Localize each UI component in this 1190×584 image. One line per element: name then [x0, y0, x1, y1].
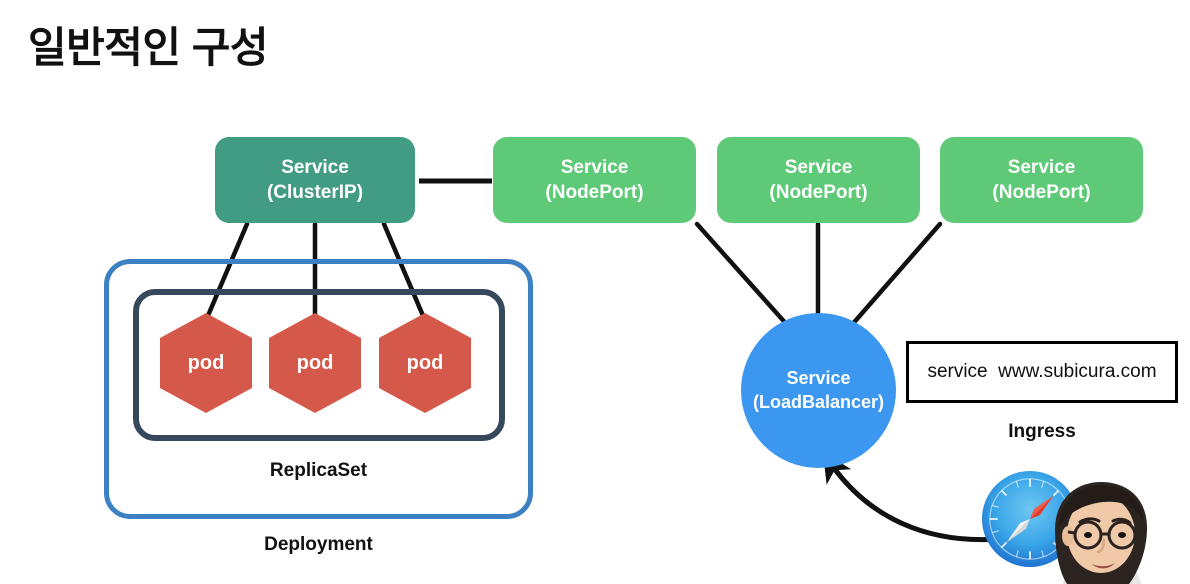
service-box-nodeport-1[interactable]: Service (NodePort): [493, 137, 696, 223]
replicaset-label: ReplicaSet: [269, 460, 368, 481]
service-clusterip-title: Service: [281, 156, 349, 178]
deployment-label: Deployment: [264, 534, 373, 555]
connector-nodeport-3-to-loadbalancer: [847, 221, 943, 330]
service-nodeport-1-title: Service: [560, 156, 629, 178]
pod-2-label: pod: [296, 351, 334, 374]
safari-compass-icon[interactable]: [981, 470, 1079, 568]
ingress-rule-box[interactable]: service www.subicura.com: [906, 341, 1178, 403]
service-box-nodeport-2[interactable]: Service (NodePort): [717, 137, 920, 223]
page-title: 일반적인 구성: [28, 24, 269, 71]
presenter-webcam-avatar: [1055, 482, 1147, 584]
service-box-clusterip[interactable]: Service (ClusterIP): [215, 137, 415, 223]
pod-1-label: pod: [187, 351, 225, 374]
connector-nodeport-1-to-loadbalancer: [694, 221, 792, 330]
service-nodeport-3-title: Service: [1007, 156, 1076, 178]
ingress-label: Ingress: [1008, 421, 1076, 442]
service-loadbalancer-type: (LoadBalancer): [752, 391, 885, 412]
service-nodeport-1-type: (NodePort): [545, 182, 644, 203]
service-clusterip-type: (ClusterIP): [266, 182, 364, 203]
ingress-rule-text: service www.subicura.com: [927, 361, 1157, 382]
connector-browser-to-loadbalancer: [822, 451, 1003, 543]
replicaset-container: [133, 289, 505, 441]
service-nodeport-3-type: (NodePort): [992, 182, 1091, 203]
deployment-container: [104, 259, 533, 519]
service-box-nodeport-3[interactable]: Service (NodePort): [940, 137, 1143, 223]
service-circle-loadbalancer[interactable]: Service (LoadBalancer): [741, 313, 896, 468]
service-loadbalancer-title: Service: [786, 367, 851, 388]
service-nodeport-2-type: (NodePort): [769, 182, 868, 203]
pod-3-label: pod: [406, 351, 444, 374]
service-nodeport-2-title: Service: [784, 156, 853, 178]
